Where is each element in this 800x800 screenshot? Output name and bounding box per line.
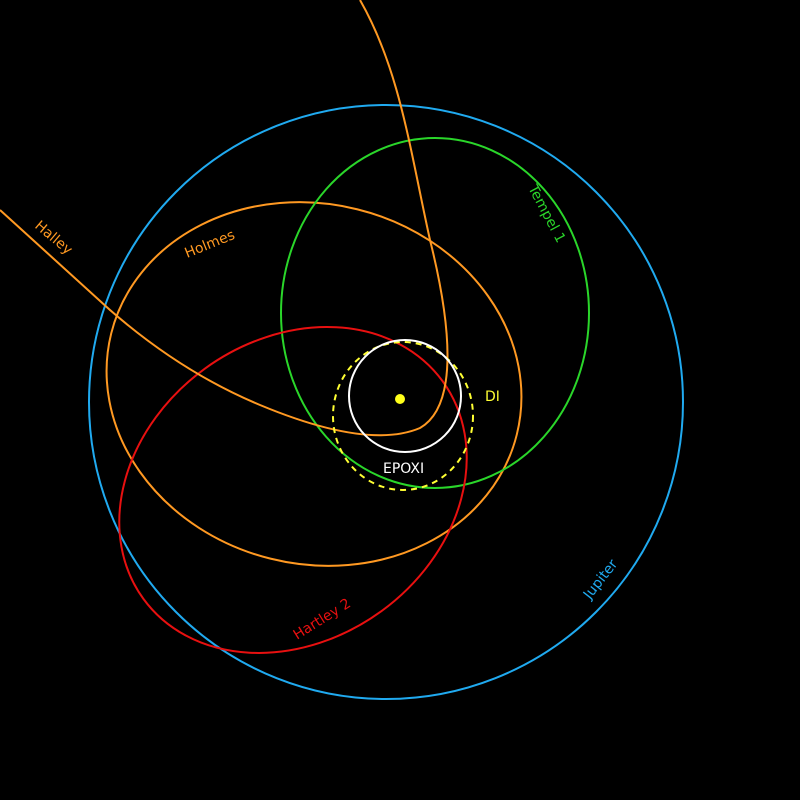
epoxi-label: EPOXI [383,461,424,477]
hartley2-orbit [118,326,468,654]
halley-orbit [0,0,449,437]
holmes-orbit [105,201,523,567]
epoxi-orbit [348,339,462,453]
tempel1-orbit [280,137,590,489]
jupiter-orbit [88,104,684,700]
di-label: DI [485,389,500,405]
sun [395,394,405,404]
di-orbit [332,341,474,491]
